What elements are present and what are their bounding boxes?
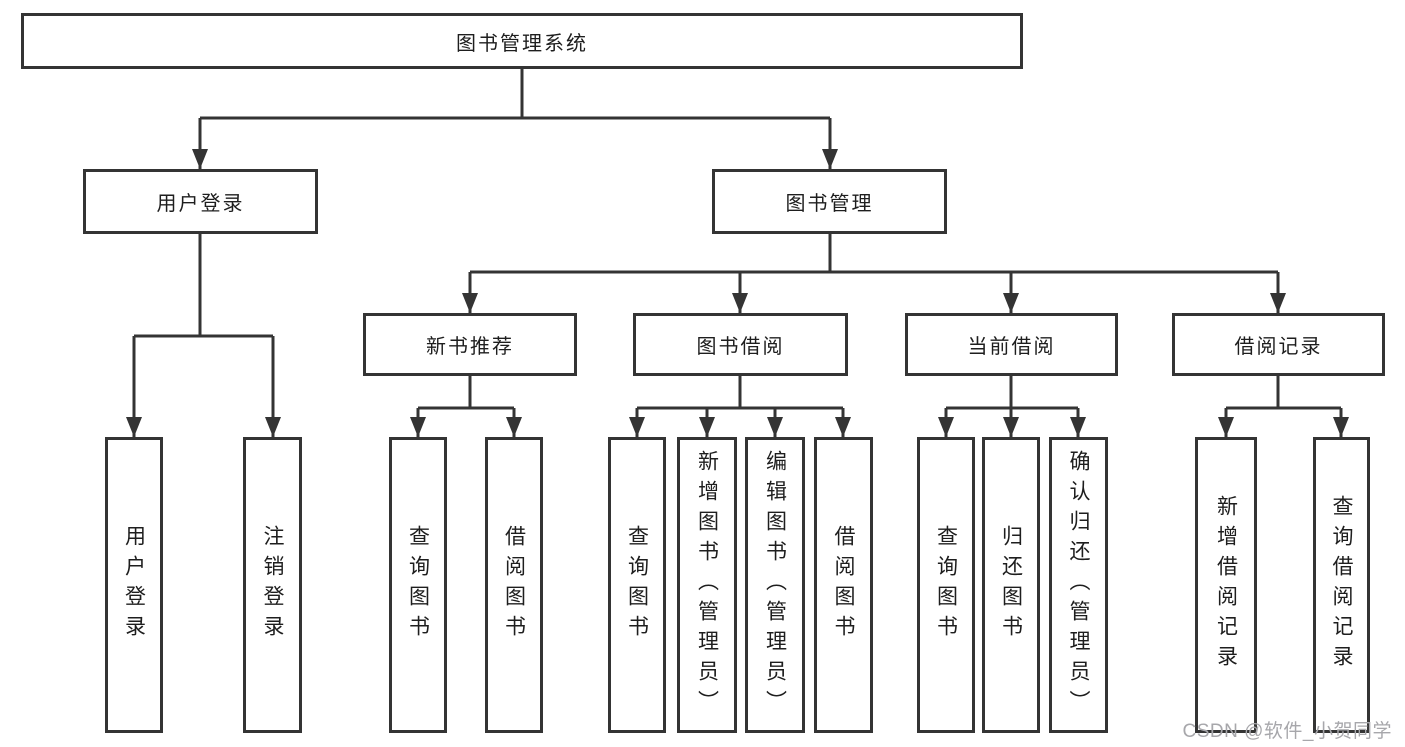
arrowhead-icon [1003, 293, 1019, 313]
leaf-current-confirm-admin: 确认归还（管理员） [1049, 437, 1108, 733]
leaf-current-query: 查询图书 [917, 437, 975, 733]
node-current-borrow: 当前借阅 [905, 313, 1118, 376]
leaf-borrow-add-admin: 新增图书（管理员） [677, 437, 737, 733]
arrowhead-icon [126, 417, 142, 437]
leaf-current-return: 归还图书 [982, 437, 1040, 733]
node-book-borrow: 图书借阅 [633, 313, 848, 376]
leaf-records-query: 查询借阅记录 [1313, 437, 1370, 733]
arrowhead-icon [822, 149, 838, 169]
leaf-logout: 注销登录 [243, 437, 302, 733]
arrowhead-icon [1070, 417, 1086, 437]
leaf-borrow-edit-admin: 编辑图书（管理员） [745, 437, 805, 733]
arrowhead-icon [732, 293, 748, 313]
arrowhead-icon [1333, 417, 1349, 437]
leaf-borrow-borrow: 借阅图书 [814, 437, 873, 733]
arrowhead-icon [1270, 293, 1286, 313]
arrowhead-icon [265, 417, 281, 437]
node-borrow-records: 借阅记录 [1172, 313, 1385, 376]
arrowhead-icon [410, 417, 426, 437]
arrowhead-icon [506, 417, 522, 437]
node-user-login: 用户登录 [83, 169, 318, 234]
leaf-borrow-query: 查询图书 [608, 437, 666, 733]
leaf-user-login: 用户登录 [105, 437, 163, 733]
arrowhead-icon [462, 293, 478, 313]
arrowhead-icon [835, 417, 851, 437]
arrowhead-icon [1218, 417, 1234, 437]
leaf-records-add: 新增借阅记录 [1195, 437, 1257, 733]
node-root: 图书管理系统 [21, 13, 1023, 69]
node-book-mgmt: 图书管理 [712, 169, 947, 234]
arrowhead-icon [699, 417, 715, 437]
node-new-books: 新书推荐 [363, 313, 577, 376]
arrowhead-icon [767, 417, 783, 437]
leaf-newbooks-query: 查询图书 [389, 437, 447, 733]
watermark-text: CSDN @软件_小贺同学 [1182, 721, 1392, 742]
arrowhead-icon [192, 149, 208, 169]
arrowhead-icon [1003, 417, 1019, 437]
connector-lines [132, 69, 1343, 437]
leaf-newbooks-borrow: 借阅图书 [485, 437, 543, 733]
arrowhead-icon [938, 417, 954, 437]
arrowhead-icon [629, 417, 645, 437]
